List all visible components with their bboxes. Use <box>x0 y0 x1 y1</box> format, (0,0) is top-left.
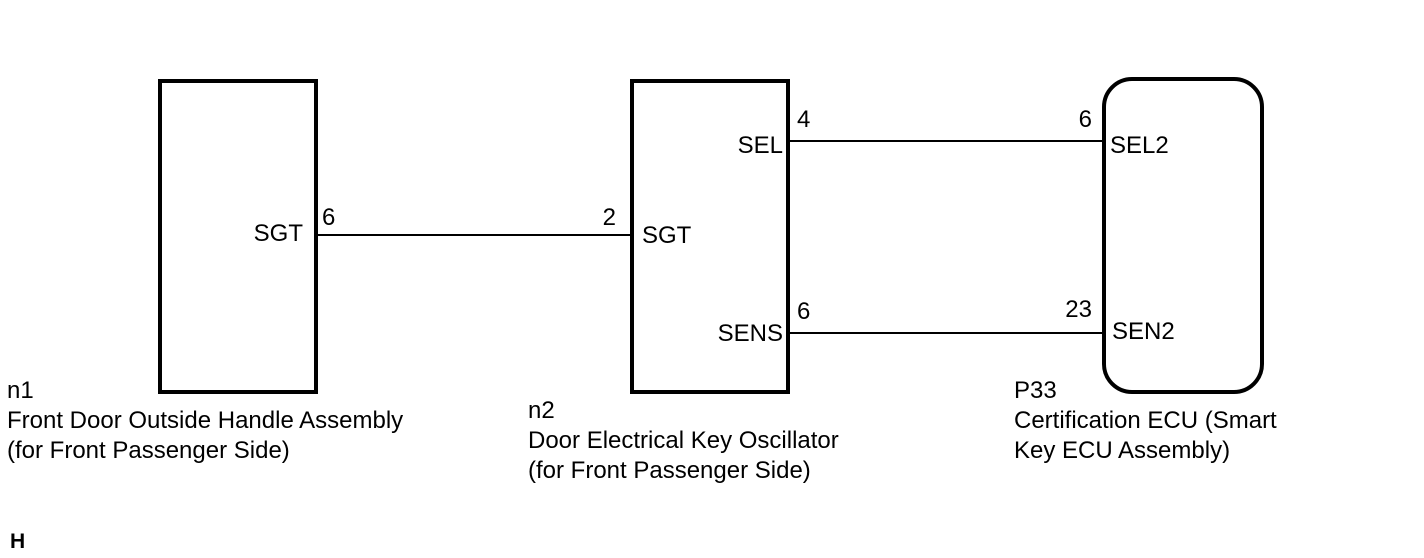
component-box-p33 <box>1102 77 1264 394</box>
wire-sgt-to-sgt <box>318 234 630 236</box>
pin-label-n2-sel: SEL <box>737 132 783 159</box>
pin-label-p33-sen2: SEN2 <box>1112 318 1175 345</box>
caption-name-n1-line2: (for Front Passenger Side) <box>7 437 290 464</box>
pin-number-p33-sen2-23: 23 <box>1065 296 1092 323</box>
pin-number-n2-sens-6: 6 <box>797 298 811 325</box>
pin-number-p33-sel2-6: 6 <box>1078 106 1092 133</box>
caption-name-n1-line1: Front Door Outside Handle Assembly <box>7 407 404 434</box>
pin-label-n1-sgt: SGT <box>253 220 303 247</box>
pin-number-n2-sgt-2: 2 <box>602 204 616 231</box>
caption-code-p33: P33 <box>1014 377 1057 404</box>
component-caption-p33: P33 Certification ECU (Smart Key ECU Ass… <box>1014 376 1277 466</box>
caption-name-p33-line2: Key ECU Assembly) <box>1014 437 1231 464</box>
pin-number-n2-sel-4: 4 <box>797 106 811 133</box>
component-caption-n1: n1 Front Door Outside Handle Assembly (f… <box>7 376 403 466</box>
caption-name-p33-line1: Certification ECU (Smart <box>1014 407 1277 434</box>
component-box-n2 <box>630 79 790 394</box>
footer-marker: H <box>10 530 26 553</box>
component-box-n1 <box>158 79 318 394</box>
pin-label-p33-sel2: SEL2 <box>1110 132 1169 159</box>
caption-name-n2-line1: Door Electrical Key Oscillator <box>528 427 839 454</box>
component-caption-n2: n2 Door Electrical Key Oscillator (for F… <box>528 396 839 486</box>
wire-sel-to-sel2 <box>790 140 1102 142</box>
pin-label-n2-sgt: SGT <box>642 222 692 249</box>
caption-name-n2-line2: (for Front Passenger Side) <box>528 457 811 484</box>
wire-sens-to-sen2 <box>790 332 1102 334</box>
caption-code-n1: n1 <box>7 377 34 404</box>
pin-number-n1-sgt-6: 6 <box>322 204 336 231</box>
caption-code-n2: n2 <box>528 397 555 424</box>
pin-label-n2-sens: SENS <box>717 320 783 347</box>
